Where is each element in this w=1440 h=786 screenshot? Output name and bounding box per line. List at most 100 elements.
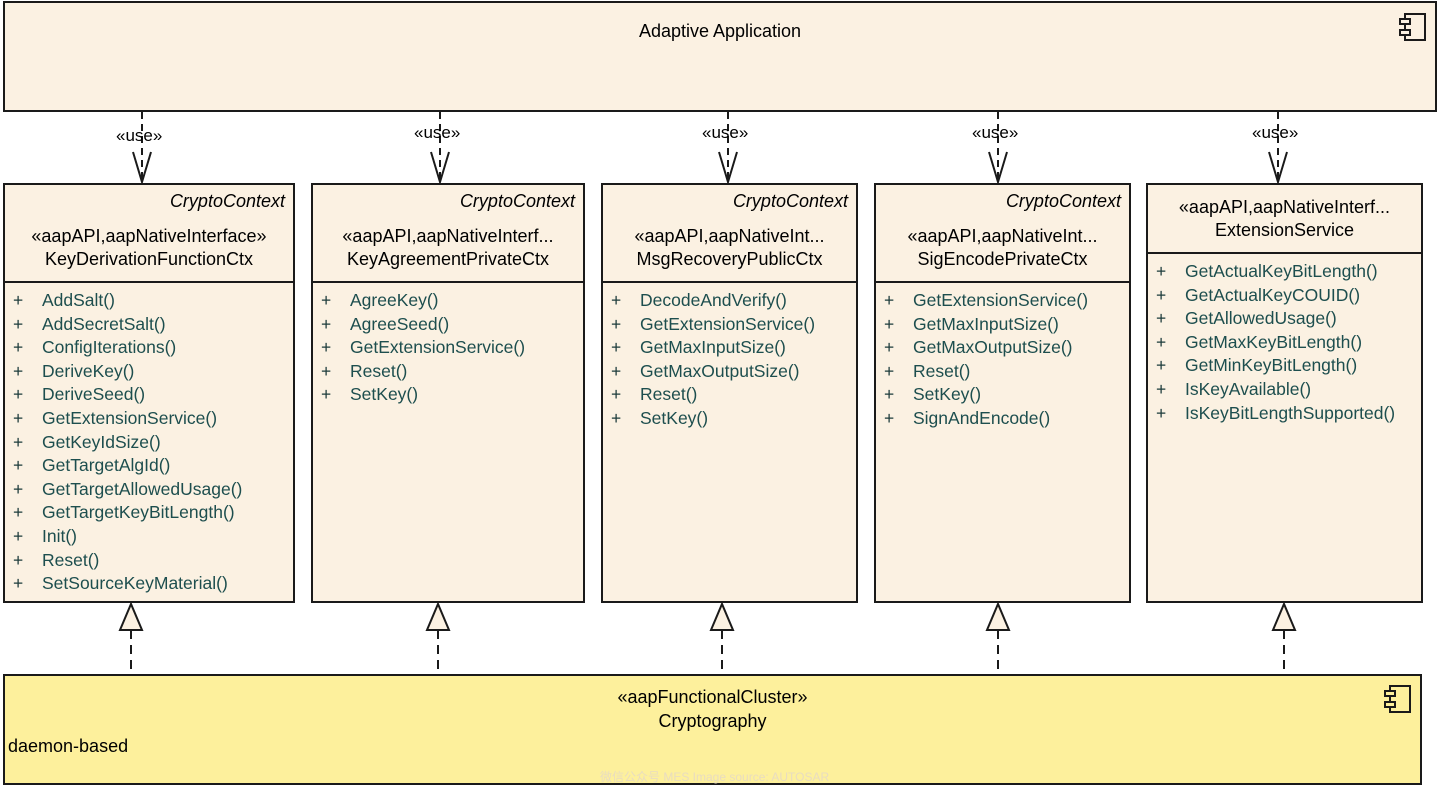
interface-box[interactable]: CryptoContext«aapAPI,aapNativeInt...SigE… [874, 183, 1131, 603]
operation-visibility: + [13, 407, 24, 428]
interface-box[interactable]: CryptoContext«aapAPI,aapNativeInt...MsgR… [601, 183, 858, 603]
interface-header: CryptoContext «aapAPI,aapNativeInterface»… [5, 185, 293, 283]
operation-item[interactable]: +SignAndEncode() [876, 407, 1129, 431]
interface-stereotype: «aapAPI,aapNativeInt... [634, 226, 825, 246]
operation-name: GetActualKeyCOUID() [1185, 284, 1361, 305]
operation-item[interactable]: + Reset() [313, 360, 583, 384]
use-label: «use» [116, 126, 163, 145]
realization-triangle [1271, 601, 1297, 631]
operation-item[interactable]: +GetExtensionService() [603, 313, 856, 337]
operation-visibility: + [611, 290, 622, 310]
realization-triangle [118, 601, 144, 631]
operation-item[interactable]: +Reset() [5, 549, 293, 573]
cryptography-functional-cluster[interactable]: «aapFunctionalCluster» Cryptography daem… [3, 674, 1422, 785]
operation-name: SetKey() [640, 407, 709, 428]
realization-triangle [985, 601, 1011, 631]
operation-name: Reset() [640, 384, 698, 405]
operation-item[interactable]: +SetSourceKeyMaterial() [5, 572, 293, 596]
operation-item[interactable]: +SetKey() [313, 383, 583, 407]
operation-item[interactable]: +GetExtensionService() [313, 336, 583, 360]
operation-visibility: + [884, 290, 895, 310]
operation-name: Init() [42, 525, 77, 546]
operation-item[interactable]: +IsKeyBitLengthSupported() [1148, 402, 1421, 426]
operation-visibility: + [1156, 284, 1167, 305]
operation-item[interactable]: + GetExtensionService() [876, 289, 1129, 313]
operation-name: DeriveKey() [42, 360, 135, 381]
operation-visibility: + [884, 313, 895, 334]
operation-item[interactable]: +AgreeSeed() [313, 313, 583, 337]
operation-item[interactable]: +DecodeAndVerify() [603, 289, 856, 313]
operation-item[interactable]: +DeriveKey() [5, 360, 293, 384]
operation-item[interactable]: + GetActualKeyBitLength() [1148, 260, 1421, 284]
operation-visibility: + [1156, 261, 1167, 281]
operation-name: GetTargetAlgId() [42, 455, 171, 476]
operation-visibility: + [13, 384, 24, 405]
operation-name: GetKeyIdSize() [42, 431, 161, 452]
interface-category: CryptoContext [732, 191, 848, 211]
operation-name: AddSecretSalt() [42, 313, 166, 334]
operation-item[interactable]: +SetKey() [876, 383, 1129, 407]
interface-name: KeyDerivationFunctionCtx [44, 249, 254, 269]
operation-name: GetExtensionService() [913, 290, 1089, 310]
operation-item[interactable]: +GetMinKeyBitLength() [1148, 354, 1421, 378]
operation-item[interactable]: +GetTargetAllowedUsage() [5, 478, 293, 502]
operation-item[interactable]: +GetTargetAlgId() [5, 454, 293, 478]
operation-name: GetActualKeyBitLength() [1185, 261, 1378, 281]
interface-box[interactable]: CryptoContext «aapAPI,aapNativeInterface»… [3, 183, 295, 603]
adaptive-application-component[interactable]: Adaptive Application [3, 1, 1437, 112]
operation-item[interactable]: +GetMaxInputSize() [603, 336, 856, 360]
operation-name: Reset() [350, 360, 408, 381]
open-arrowhead [430, 151, 450, 186]
interface-stereotype: «aapAPI,aapNativeInterf... [1178, 197, 1391, 217]
operation-item[interactable]: +AddSecretSalt() [5, 313, 293, 337]
operation-name: GetMaxInputSize() [640, 337, 786, 358]
operation-item[interactable]: +Reset() [876, 360, 1129, 384]
interface-box[interactable]: «aapAPI,aapNativeInterf...ExtensionServi… [1146, 183, 1423, 603]
operation-visibility: + [1156, 355, 1167, 376]
operation-visibility: + [13, 525, 24, 546]
operation-item[interactable]: + Reset() [603, 383, 856, 407]
realization-triangle [709, 601, 735, 631]
interface-box[interactable]: CryptoContext«aapAPI,aapNativeInterf...K… [311, 183, 585, 603]
use-label: «use» [702, 123, 749, 142]
operation-item[interactable]: +GetMaxInputSize() [876, 313, 1129, 337]
operation-item[interactable]: +GetKeyIdSize() [5, 431, 293, 455]
operation-item[interactable]: +SetKey() [603, 407, 856, 431]
operation-visibility: + [884, 407, 895, 428]
operation-item[interactable]: +GetAllowedUsage() [1148, 307, 1421, 331]
watermark: 微信公众号 MES Image source: AUTOSAR [600, 770, 830, 784]
operation-name: Reset() [913, 360, 971, 381]
operation-item[interactable]: +AgreeKey() [313, 289, 583, 313]
cluster-title: Cryptography [658, 711, 767, 731]
realization-triangle [425, 601, 451, 631]
operation-visibility: + [321, 384, 332, 405]
cluster-note: daemon-based [8, 736, 129, 756]
operation-item[interactable]: +GetTargetKeyBitLength() [5, 501, 293, 525]
operation-name: AgreeKey() [350, 290, 439, 310]
operation-item[interactable]: +ConfigIterations() [5, 336, 293, 360]
operation-item[interactable]: + GetActualKeyCOUID() [1148, 284, 1421, 308]
operation-visibility: + [321, 313, 332, 334]
operation-visibility: + [321, 337, 332, 358]
operations-list: + GetExtensionService() +GetMaxInputSize()… [876, 283, 1129, 431]
operation-visibility: + [13, 549, 24, 570]
operation-name: GetTargetKeyBitLength() [42, 502, 235, 523]
component-title: Adaptive Application [638, 21, 802, 41]
open-arrowhead [718, 151, 738, 186]
operation-item[interactable]: + Init() [5, 525, 293, 549]
interface-header: CryptoContext«aapAPI,aapNativeInt...MsgR… [603, 185, 856, 283]
operation-item[interactable]: +GetMaxKeyBitLength() [1148, 331, 1421, 355]
operation-item[interactable]: +DeriveSeed() [5, 383, 293, 407]
operation-visibility: + [611, 384, 622, 405]
operation-name: GetExtensionService() [42, 407, 218, 428]
operation-item[interactable]: +AddSalt() [5, 289, 293, 313]
operation-item[interactable]: +GetMaxOutputSize() [603, 360, 856, 384]
operation-visibility: + [321, 360, 332, 381]
operation-visibility: + [1156, 308, 1167, 329]
operation-item[interactable]: +IsKeyAvailable() [1148, 378, 1421, 402]
operation-name: IsKeyBitLengthSupported() [1185, 402, 1396, 423]
operation-item[interactable]: + GetExtensionService() [5, 407, 293, 431]
interface-stereotype: «aapAPI,aapNativeInterface» [31, 226, 267, 246]
interface-category: CryptoContext [169, 191, 285, 211]
operation-item[interactable]: +GetMaxOutputSize() [876, 336, 1129, 360]
